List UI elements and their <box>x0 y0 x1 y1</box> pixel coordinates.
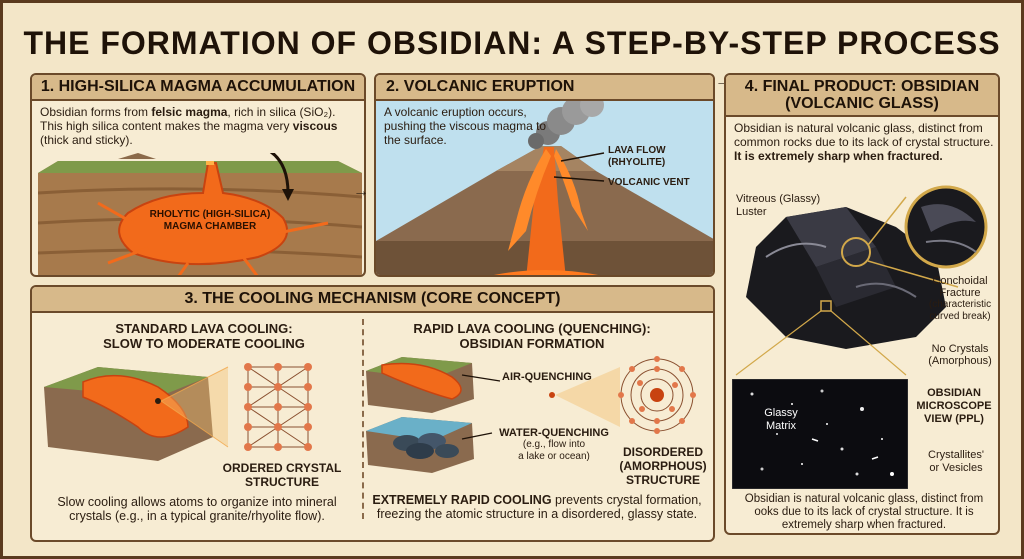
panel-step-4: 4. FINAL PRODUCT: OBSIDIAN (VOLCANIC GLA… <box>724 73 1000 535</box>
rapid-cooling-title: RAPID LAVA COOLING (QUENCHING): OBSIDIAN… <box>372 321 692 351</box>
rapid-cooling-rest: prevents crystal formation, freezing the… <box>376 493 702 521</box>
step-1-text-a: Obsidian forms from <box>40 105 152 119</box>
vitreous-line-1: Vitreous (Glassy) <box>736 193 821 205</box>
micro-line-1: OBSIDIAN <box>927 387 981 399</box>
rapid-title-line-2: OBSIDIAN FORMATION <box>459 336 605 351</box>
step-1-text-e: (thick and sticky). <box>40 133 133 147</box>
no-crystals-line-1: No Crystals <box>931 343 989 355</box>
step-4-heading-line-2: (VOLCANIC GLASS) <box>785 95 939 112</box>
step-1-text-c: , rich in silica (SiO₂). This high silic… <box>40 105 336 133</box>
panel-step-1-heading: 1. HIGH-SILICA MAGMA ACCUMULATION <box>32 75 364 101</box>
water-quenching-sub-1: (e.g., flow into <box>522 439 586 450</box>
water-quenching-label: WATER-QUENCHING (e.g., flow into a lake … <box>494 427 614 463</box>
page-title: THE FORMATION OF OBSIDIAN: A STEP-BY-STE… <box>23 25 1001 61</box>
microscope-view-label: OBSIDIAN MICROSCOPE VIEW (PPL) <box>910 387 998 426</box>
conchoidal-line-4: curved break) <box>929 311 991 322</box>
conchoidal-fracture-label: Conchoidal Fracture (characteristic curv… <box>918 275 998 323</box>
step-1-text-b: felsic magma <box>151 105 228 119</box>
volcano-illustration <box>376 101 713 275</box>
ordered-crystal-label: ORDERED CRYSTAL STRUCTURE <box>212 461 352 489</box>
step-4-bottom-text: Obsidian is natural volcanic glass, dist… <box>744 493 984 531</box>
panel-step-2-heading: 2. VOLCANIC ERUPTION <box>376 75 713 101</box>
rapid-cooling-illustration <box>366 356 696 473</box>
step-4-text-b: It is extremely sharp when fractured. <box>734 149 943 163</box>
conchoidal-line-2: Fracture <box>939 287 981 299</box>
glassy-line-2: Matrix <box>766 420 796 432</box>
crystallites-line-1: Crystallites' <box>928 449 984 461</box>
disordered-line-3: STRUCTURE <box>626 473 700 487</box>
panel-step-4-heading: 4. FINAL PRODUCT: OBSIDIAN (VOLCANIC GLA… <box>726 75 998 117</box>
no-crystals-label: No Crystals (Amorphous) <box>918 343 998 367</box>
step-1-text: Obsidian forms from felsic magma, rich i… <box>40 105 360 147</box>
step-4-text-a: Obsidian is natural volcanic glass, dist… <box>734 121 994 149</box>
slow-cooling-illustration <box>44 363 312 461</box>
air-quenching-label: AIR-QUENCHING <box>502 371 592 383</box>
ordered-line-1: ORDERED CRYSTAL <box>222 461 342 475</box>
ordered-line-2: STRUCTURE <box>245 475 319 489</box>
crystallites-line-2: or Vesicles <box>929 462 983 474</box>
vitreous-line-2: Luster <box>736 206 767 218</box>
disordered-line-1: DISORDERED <box>622 445 703 459</box>
vitreous-luster-label: Vitreous (Glassy) Luster <box>736 193 856 219</box>
crystallites-label: Crystallites' or Vesicles <box>912 449 998 475</box>
water-quenching-sub-2: a lake or ocean) <box>518 451 590 462</box>
rapid-cooling-text: EXTREMELY RAPID COOLING prevents crystal… <box>372 493 702 521</box>
chamber-label-line-1: RHOLYTIC (HIGH-SILICA) <box>149 209 271 220</box>
magma-chamber-illustration <box>38 153 362 275</box>
divider <box>362 319 364 519</box>
lava-flow-label-line-2: (RHYOLITE) <box>608 157 666 168</box>
arrow-1-to-2: → <box>353 183 369 200</box>
conchoidal-line-1: Conchoidal <box>932 275 988 287</box>
no-crystals-line-2: (Amorphous) <box>928 355 992 367</box>
step-4-heading-line-1: 4. FINAL PRODUCT: OBSIDIAN <box>744 78 980 95</box>
volcanic-vent-label: VOLCANIC VENT <box>608 177 690 188</box>
step-1-text-d: viscous <box>292 119 338 133</box>
lava-flow-label-line-1: LAVA FLOW <box>608 145 666 156</box>
micro-line-3: VIEW (PPL) <box>924 413 984 425</box>
standard-title-line-1: STANDARD LAVA COOLING: <box>115 321 293 336</box>
microscope-view <box>732 379 908 489</box>
micro-line-2: MICROSCOPE <box>916 400 992 412</box>
panel-step-2: 2. VOLCANIC ERUPTION A volcanic eruption… <box>374 73 715 277</box>
step-2-text: A volcanic eruption occurs, pushing the … <box>384 105 547 147</box>
rapid-cooling-bold: EXTREMELY RAPID COOLING <box>372 493 552 507</box>
rapid-title-line-1: RAPID LAVA COOLING (QUENCHING): <box>413 321 651 336</box>
panel-step-3-heading: 3. THE COOLING MECHANISM (CORE CONCEPT) <box>32 287 713 313</box>
conchoidal-line-3: (characteristic <box>928 299 992 310</box>
disordered-line-2: (AMORPHOUS) <box>619 459 707 473</box>
lava-flow-label: LAVA FLOW (RHYOLITE) <box>608 145 688 169</box>
disordered-structure-label: DISORDERED (AMORPHOUS) STRUCTURE <box>616 445 710 487</box>
glassy-line-1: Glassy <box>764 407 798 419</box>
standard-cooling-title: STANDARD LAVA COOLING: SLOW TO MODERATE … <box>54 321 354 351</box>
obsidian-rock-illustration <box>735 185 988 376</box>
panel-step-1: 1. HIGH-SILICA MAGMA ACCUMULATION Obsidi… <box>30 73 366 277</box>
magma-chamber-label: RHOLYTIC (HIGH-SILICA) MAGMA CHAMBER <box>130 209 290 233</box>
glassy-matrix-label: Glassy Matrix <box>746 407 816 433</box>
panel-step-3: 3. THE COOLING MECHANISM (CORE CONCEPT) … <box>30 285 715 542</box>
chamber-label-line-2: MAGMA CHAMBER <box>163 221 257 232</box>
standard-cooling-text: Slow cooling allows atoms to organize in… <box>57 495 337 523</box>
step-4-text: Obsidian is natural volcanic glass, dist… <box>734 121 996 163</box>
water-quenching-title: WATER-QUENCHING <box>499 427 609 439</box>
standard-title-line-2: SLOW TO MODERATE COOLING <box>103 336 305 351</box>
